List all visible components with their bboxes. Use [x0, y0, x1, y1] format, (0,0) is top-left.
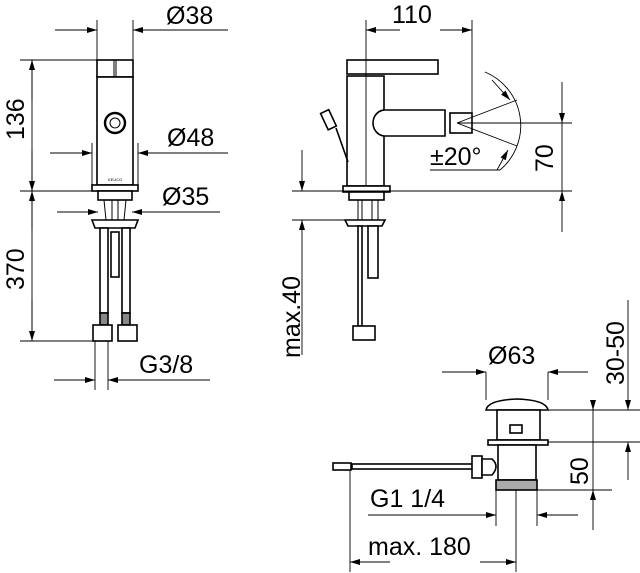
dim-height-body: 136 [2, 98, 30, 140]
dim-connection: G3/8 [139, 351, 193, 379]
dim-shank-diameter: Ø35 [162, 183, 209, 211]
dim-range: 30-50 [602, 321, 630, 385]
faucet-front: KEUCO [90, 59, 140, 342]
faucet-side [319, 59, 473, 341]
front-view: KEUCO Ø38 136 370 [2, 2, 228, 390]
dim-projection: 110 [392, 1, 432, 29]
pop-up-waste [332, 398, 549, 491]
dim-hose-length: 370 [2, 248, 30, 290]
dim-top-diameter: Ø38 [166, 2, 213, 30]
dim-height: 50 [566, 457, 594, 485]
dim-swivel-angle: ±20° [430, 143, 482, 171]
dim-rod-length: max. 180 [368, 533, 471, 561]
dim-thread: G1 1/4 [370, 485, 445, 513]
drain-view: Ø63 30-50 50 G1 1/4 max. 180 [332, 300, 640, 572]
dim-head-diameter: Ø63 [488, 342, 535, 370]
dim-spout-height: 70 [531, 144, 559, 172]
knob-icon [103, 111, 127, 135]
dim-base-diameter: Ø48 [167, 124, 214, 152]
side-view: 110 ±20° 70 max.40 [278, 1, 572, 358]
brand-mark: KEUCO [108, 177, 122, 182]
dim-max-thickness: max.40 [278, 276, 306, 358]
